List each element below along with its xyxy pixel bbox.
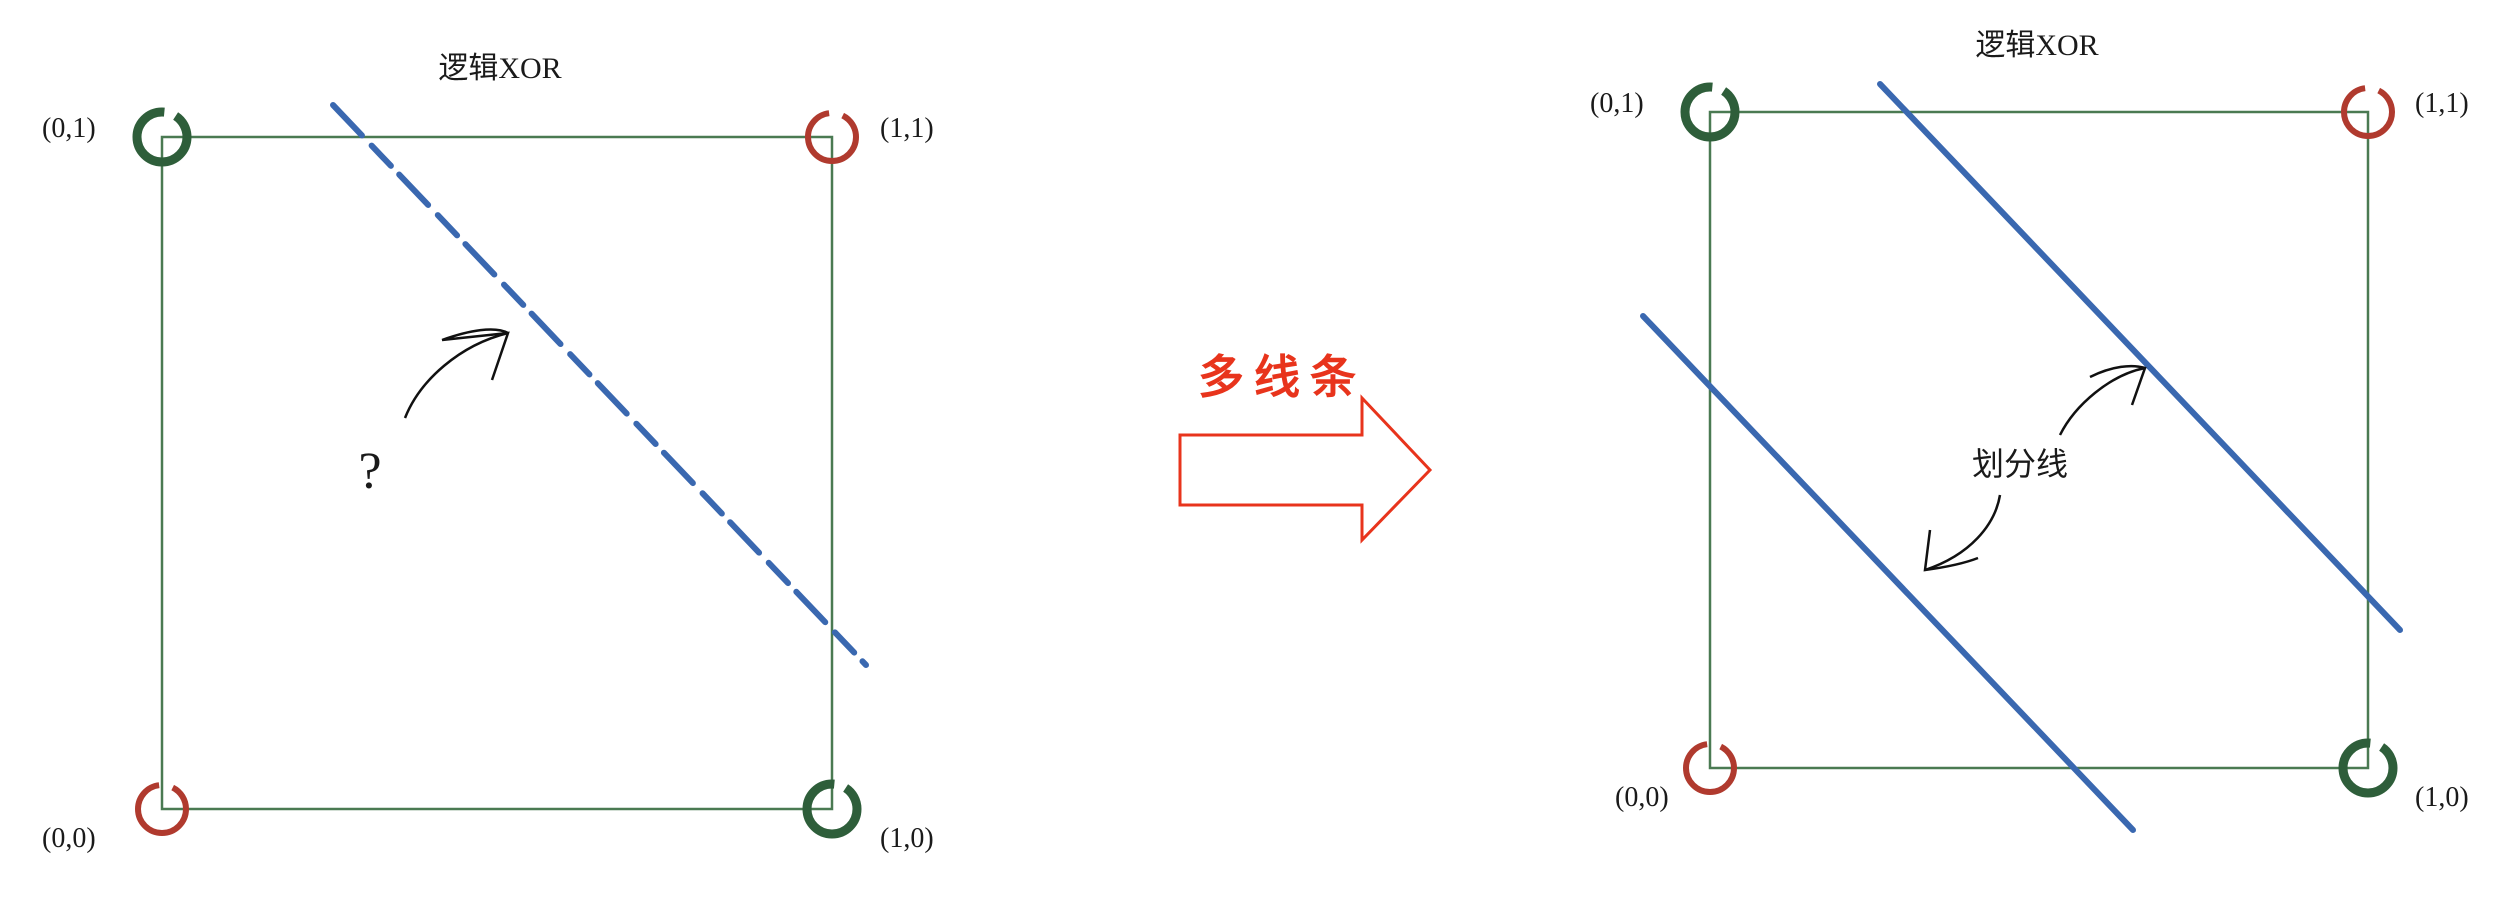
red-circle-marker: [805, 110, 859, 164]
left-label-1-1: (1,1): [880, 113, 934, 144]
right-point-0-1: [1680, 82, 1740, 142]
right-square: [1708, 110, 2370, 770]
red-circle-marker: [135, 782, 189, 836]
single-divider-line: [330, 102, 869, 668]
right-point-1-0: [2338, 738, 2398, 798]
right-title: 逻辑XOR: [1975, 29, 2098, 62]
transition-arrow: 多线条: [1178, 350, 1433, 544]
red-circle-marker: [1683, 741, 1737, 795]
right-point-1-1: [2341, 85, 2395, 139]
right-arrow-icon: [1178, 394, 1433, 544]
left-label-0-1: (0,1): [42, 113, 96, 144]
right-label-1-1: (1,1): [2415, 88, 2469, 119]
pointer-arrowhead-lower-icon: [1923, 529, 1979, 572]
left-point-1-0: [802, 779, 862, 839]
right-point-0-0: [1683, 741, 1737, 795]
left-panel: 逻辑XOR (0,1) (1,1) (0,0) (1,0) ?: [42, 52, 934, 854]
green-circle-marker: [132, 107, 192, 167]
green-circle-marker: [2338, 738, 2398, 798]
divider-annotation: 划分线: [1972, 446, 2068, 482]
pointer-curve-upper: [2058, 366, 2146, 436]
right-label-1-0: (1,0): [2415, 782, 2469, 813]
left-point-1-1: [805, 110, 859, 164]
left-square: [160, 135, 834, 811]
left-title: 逻辑XOR: [438, 52, 561, 85]
left-label-0-0: (0,0): [42, 823, 96, 854]
left-label-1-0: (1,0): [880, 823, 934, 854]
upper-divider-line: [1877, 81, 2403, 633]
question-mark: ?: [358, 443, 381, 500]
green-circle-marker: [1680, 82, 1740, 142]
arrow-label: 多线条: [1198, 350, 1366, 404]
left-point-0-0: [135, 782, 189, 836]
pointer-arrowhead-icon: [441, 328, 510, 381]
right-label-0-0: (0,0): [1615, 782, 1669, 813]
lower-divider-line: [1640, 313, 2136, 833]
left-point-0-1: [132, 107, 192, 167]
pointer-arrowhead-upper-icon: [2089, 364, 2147, 406]
green-circle-marker: [802, 779, 862, 839]
red-circle-marker: [2341, 85, 2395, 139]
right-label-0-1: (0,1): [1590, 88, 1644, 119]
right-panel: 逻辑XOR (0,1) (1,1) (0,0) (1,0) 划分线: [1590, 29, 2469, 833]
pointer-curve-lower: [1924, 494, 2002, 572]
pointer-curve: [403, 331, 509, 419]
